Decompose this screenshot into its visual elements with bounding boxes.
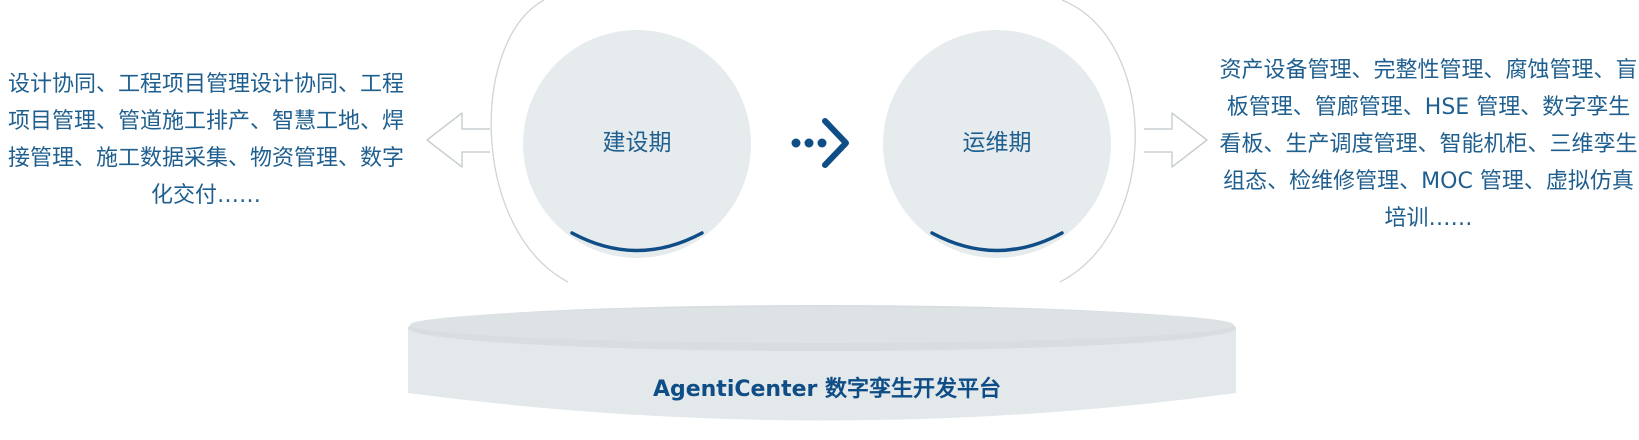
platform-top-highlight [410,307,1234,343]
construction-accent-arc [570,231,704,253]
operations-accent-arc [930,231,1064,253]
right-bracket-arc [1059,0,1136,283]
outline-arrow-right-icon [1144,112,1208,168]
left-bracket-arc [490,0,569,283]
construction-phase: 建设期 [523,30,751,258]
platform-body [408,328,1236,421]
construction-circle [523,30,751,258]
operations-circle [883,30,1111,258]
platform-disc: AgentiCenter 数字孪生开发平台 [408,305,1236,421]
outline-arrow-left-icon [426,112,490,168]
operations-label: 运维期 [963,130,1032,156]
operations-capabilities-text: 资产设备管理、完整性管理、腐蚀管理、盲板管理、管廊管理、HSE 管理、数字孪生看… [1219,58,1638,231]
construction-label: 建设期 [603,130,672,156]
platform-label: AgentiCenter 数字孪生开发平台 [653,376,1001,402]
construction-capabilities-text: 设计协同、工程项目管理设计协同、工程项目管理、管道施工排产、智慧工地、焊接管理、… [7,72,404,208]
operations-phase: 运维期 [883,30,1111,258]
dots-chevron-right-icon [791,118,849,168]
